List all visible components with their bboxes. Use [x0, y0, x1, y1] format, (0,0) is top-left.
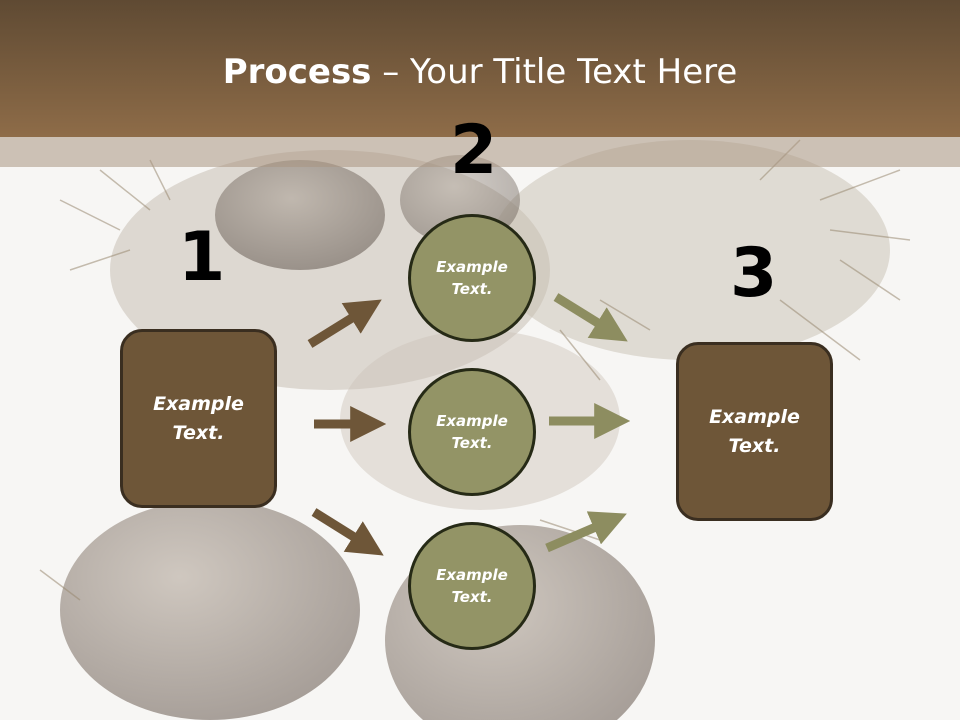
step-3-text: Example Text.: [709, 406, 800, 457]
circle-middle: Example Text.: [408, 368, 536, 496]
arrow-top-to-3: [553, 293, 628, 342]
step-number-2: 2: [450, 111, 498, 190]
title-bold: Process: [222, 52, 372, 92]
step-number-3: 3: [730, 234, 778, 313]
step-1-box: Example Text.: [120, 329, 277, 508]
circle-top-text: Example Text.: [436, 257, 508, 299]
title-rest: – Your Title Text Here: [371, 52, 738, 92]
step-1-text: Example Text.: [153, 393, 244, 444]
step-number-1: 1: [178, 218, 226, 297]
arrow-1-to-top: [307, 299, 382, 348]
arrow-bottom-to-3: [545, 511, 627, 553]
circle-top: Example Text.: [408, 214, 536, 342]
slide-title: Process – Your Title Text Here: [0, 52, 960, 92]
step-3-box: Example Text.: [676, 342, 833, 521]
circle-bottom-text: Example Text.: [436, 565, 508, 607]
circle-bottom: Example Text.: [408, 522, 536, 650]
title-bar-strip: [0, 137, 960, 167]
arrow-1-to-bottom: [311, 508, 384, 556]
title-bar: [0, 0, 960, 137]
circle-middle-text: Example Text.: [436, 411, 508, 453]
